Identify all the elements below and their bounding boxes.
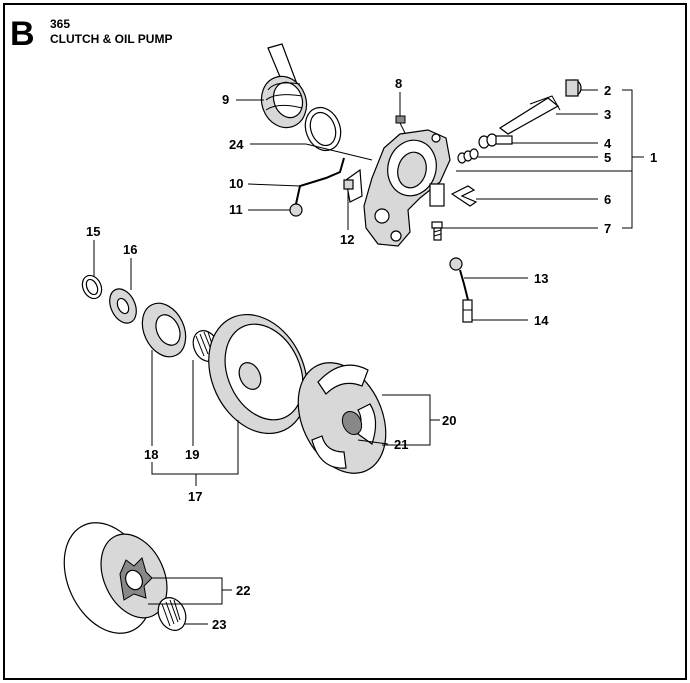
callout-16: 16 [123,242,137,257]
part-9-worm-gear [260,43,308,129]
section-letter: B [10,15,35,53]
callout-10: 10 [229,176,243,191]
part-17-clutch-drum [208,313,308,435]
callout-9: 9 [222,92,229,107]
part-7-valve [431,221,443,241]
part-13-hose [449,257,469,301]
callout-18: 18 [144,447,158,462]
callout-1: 1 [650,150,657,165]
callout-12: 12 [340,232,354,247]
callout-20: 20 [442,413,456,428]
part-22-spur-sprocket [63,522,168,634]
part-21-hub [341,410,363,436]
callout-17: 17 [188,489,202,504]
callout-6: 6 [604,192,611,207]
diagram-frame [3,3,687,680]
callout-8: 8 [395,76,402,91]
part-6-bracket [450,185,478,207]
callout-21: 21 [394,437,408,452]
callout-23: 23 [212,617,226,632]
callout-24: 24 [229,137,244,152]
section-title: CLUTCH & OIL PUMP [50,32,172,46]
part-16-washer [109,288,137,324]
oil-pump-body [345,129,451,247]
callout-4: 4 [604,136,612,151]
callout-11: 11 [229,202,243,217]
callout-2: 2 [604,83,611,98]
part-23-needle-bearing [157,597,187,631]
part-15-circlip [81,274,103,300]
part-14-filter [462,299,473,323]
callout-19: 19 [185,447,199,462]
model-number: 365 [50,17,70,31]
callout-3: 3 [604,107,611,122]
callout-15: 15 [86,224,100,239]
callout-5: 5 [604,150,611,165]
part-5-washers [457,148,479,164]
part-20-clutch-shoes [297,362,387,474]
callout-14: 14 [534,313,549,328]
part-4-spring [478,133,513,149]
leader-lines [93,89,644,625]
part-12-fitting [343,179,354,212]
part-10-pipe [295,157,345,205]
callout-7: 7 [604,221,611,236]
part-8-bolt [395,115,407,136]
part-2-cap [565,79,582,97]
callout-13: 13 [534,271,548,286]
part-3-plunger [498,95,561,135]
part-18-rim-sprocket [141,302,187,358]
part-11-nut [289,203,303,217]
callout-22: 22 [236,583,250,598]
